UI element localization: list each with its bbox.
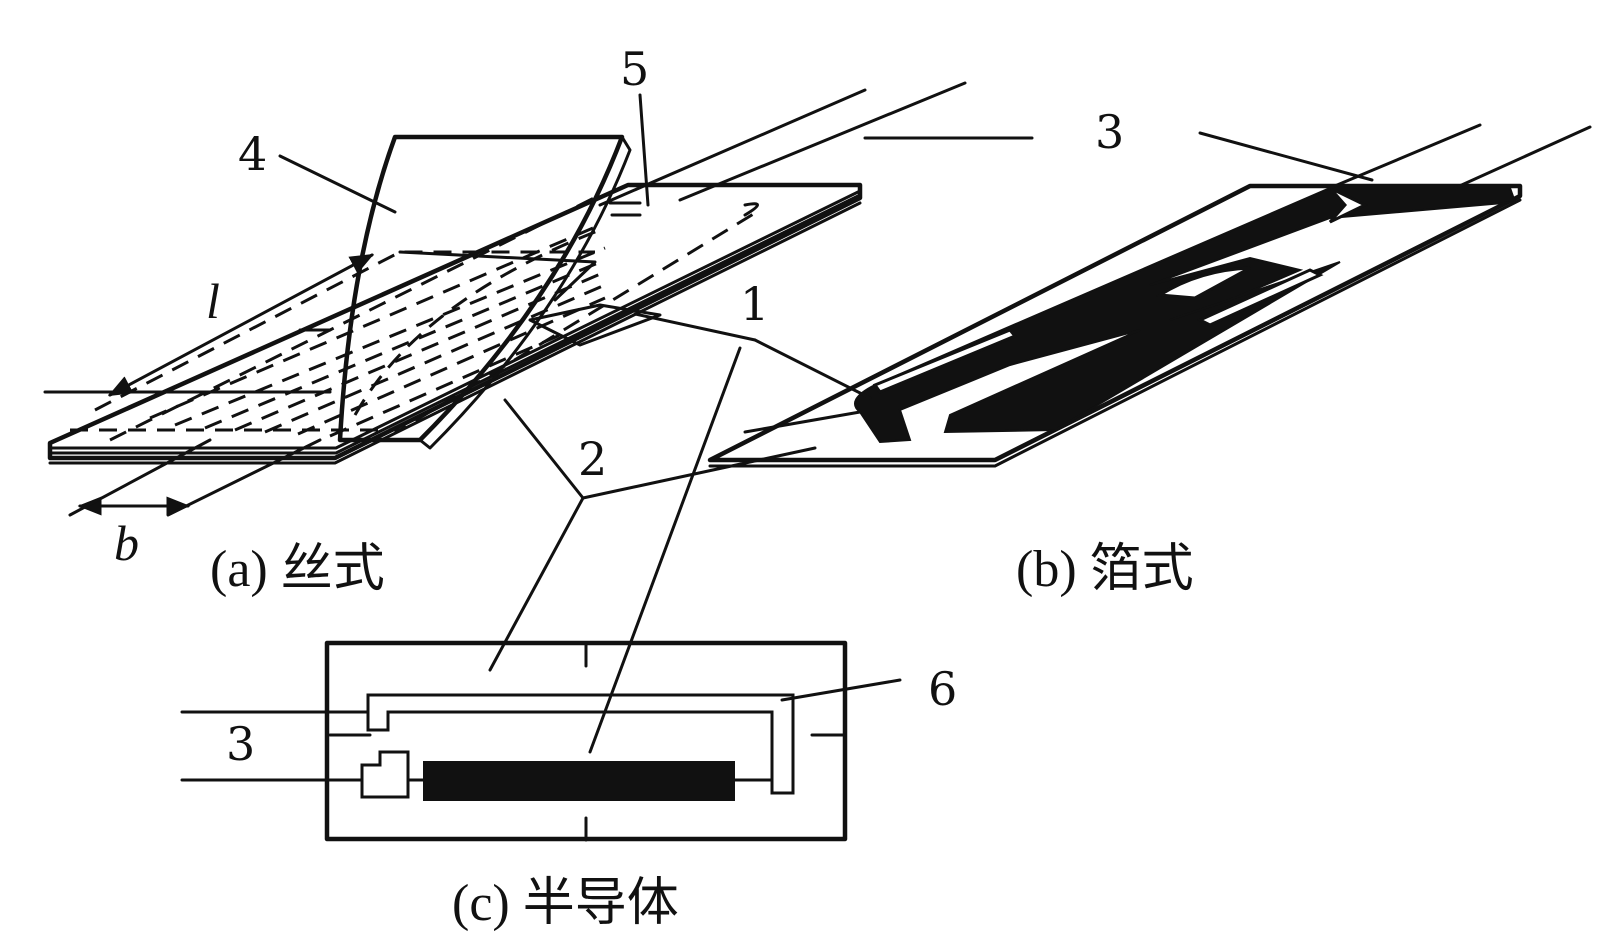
lower-pad bbox=[360, 750, 410, 799]
label-b: b bbox=[114, 515, 139, 571]
wire-gauge-base bbox=[47, 182, 863, 461]
caption-a: (a) 丝式 bbox=[210, 541, 385, 598]
label-4: 4 bbox=[238, 127, 267, 181]
label-3-top: 3 bbox=[1095, 105, 1124, 159]
upper-conductor bbox=[366, 693, 795, 795]
label-6: 6 bbox=[928, 662, 957, 716]
foil-grid[interactable] bbox=[854, 187, 1517, 444]
foil-gauge bbox=[707, 123, 1592, 468]
caption-c: (c) 半导体 bbox=[452, 875, 679, 932]
semiconductor-gauge bbox=[180, 640, 848, 842]
label-2: 2 bbox=[578, 432, 607, 486]
foil-gauge-base bbox=[707, 183, 1523, 463]
label-l: l bbox=[206, 273, 220, 329]
leader-lines bbox=[278, 93, 1374, 754]
wire-gauge bbox=[43, 81, 967, 517]
label-1: 1 bbox=[740, 277, 769, 331]
label-3-left: 3 bbox=[226, 717, 255, 771]
label-5: 5 bbox=[620, 42, 649, 96]
caption-b: (b) 箔式 bbox=[1016, 541, 1194, 598]
cover-sheet-edge bbox=[418, 135, 632, 450]
dimension-l bbox=[107, 253, 375, 397]
semiconductor-gauge-frame bbox=[324, 640, 848, 842]
semiconductor-element[interactable] bbox=[423, 761, 735, 801]
